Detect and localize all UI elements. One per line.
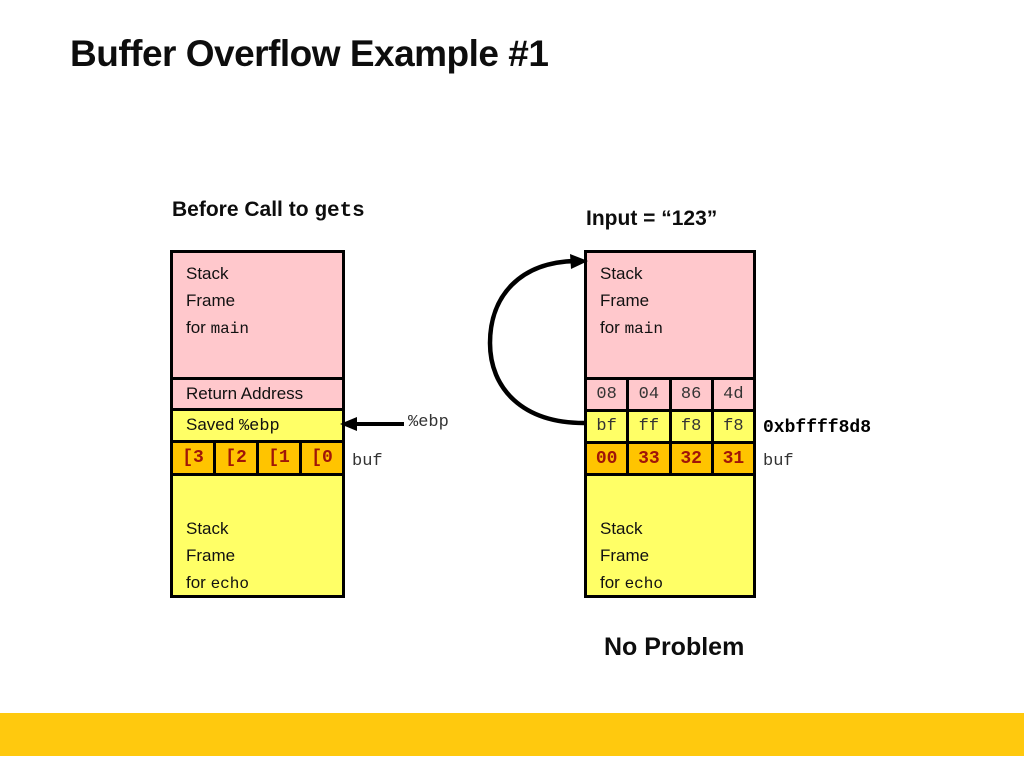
left-buf-label: buf	[352, 452, 383, 471]
left-buf-cells: [3[2[1 [0	[173, 443, 342, 473]
right-ra-byte-3: 4d	[723, 385, 744, 404]
left-buf-row: [3[2[1 [0	[173, 443, 342, 476]
left-diagram-heading: Before Call to gets	[172, 198, 365, 223]
right-main-line2: Frame	[600, 290, 650, 310]
left-echo-line1: Stack	[186, 519, 229, 538]
left-saved-ebp-segment: Saved %ebp	[173, 411, 342, 443]
page-title: Buffer Overflow Example #1	[70, 33, 549, 74]
left-echo-line3: for echo	[186, 572, 249, 593]
right-buf-byte-1: 33	[629, 444, 672, 473]
left-echo-frame-text: Stack Frame for echo	[173, 476, 342, 595]
left-buf-cell-2: [1	[259, 443, 302, 473]
left-heading-text: Before Call to	[172, 198, 315, 221]
right-echo-frame-text: Stack Frame for echo	[587, 476, 753, 595]
right-ebp-byte-1: ff	[629, 412, 672, 441]
left-return-address-segment: Return Address	[173, 380, 342, 411]
left-main-line3: for main	[186, 317, 249, 338]
right-diagram-caption: No Problem	[604, 633, 745, 661]
saved-ebp-address-label: 0xbffff8d8	[763, 418, 872, 438]
right-echo-frame-segment: Stack Frame for echo	[587, 476, 753, 595]
left-stack-diagram: Stack Frame for main Return Address Save…	[170, 250, 345, 598]
left-buf-cell-3: [0	[311, 448, 333, 468]
right-echo-line3: for echo	[600, 572, 663, 593]
left-main-line1: Stack	[186, 264, 229, 283]
right-buf-byte-0: 00	[587, 444, 630, 473]
right-ebp-byte-3: f8	[723, 417, 744, 436]
right-ebp-byte-0: bf	[587, 412, 630, 441]
left-echo-line2: Frame	[186, 545, 236, 565]
footer-accent-bar	[0, 713, 1024, 756]
right-buf-byte-2: 32	[672, 444, 714, 473]
left-saved-ebp-code: %ebp	[238, 417, 280, 436]
right-ra-byte-1: 04	[629, 380, 672, 409]
left-main-code: main	[210, 319, 249, 338]
left-echo-code: echo	[210, 574, 249, 593]
right-echo-line1: Stack	[600, 519, 643, 538]
left-return-address-label: Return Address	[186, 384, 304, 403]
right-main-frame-segment: Stack Frame for main	[587, 253, 753, 380]
right-ebp-byte-2: f8	[672, 412, 714, 441]
left-saved-ebp-label: Saved %ebp	[186, 415, 280, 436]
left-heading-code: gets	[314, 200, 365, 223]
right-echo-line2: Frame	[600, 545, 650, 565]
right-buf-label: buf	[763, 452, 794, 471]
right-ra-byte-0: 08	[587, 380, 630, 409]
left-buf-cell-1: [2	[216, 443, 259, 473]
right-ra-byte-2: 86	[672, 380, 714, 409]
right-main-line3: for main	[600, 317, 663, 338]
right-diagram-heading: Input = “123”	[586, 207, 718, 230]
left-echo-frame-segment: Stack Frame for echo	[173, 476, 342, 595]
ebp-pointer-arrow	[340, 417, 404, 431]
right-main-line1: Stack	[600, 264, 643, 283]
left-buf-cell-0: [3	[173, 443, 216, 473]
left-main-line2: Frame	[186, 290, 236, 310]
input-overwrite-curved-arrow	[487, 254, 588, 426]
left-main-frame-text: Stack Frame for main	[173, 253, 342, 342]
right-buf-byte-3: 31	[722, 448, 745, 469]
right-main-code: main	[624, 319, 663, 338]
right-main-frame-text: Stack Frame for main	[587, 253, 753, 342]
left-main-frame-segment: Stack Frame for main	[173, 253, 342, 380]
ebp-pointer-label: %ebp	[408, 413, 449, 432]
right-echo-code: echo	[624, 574, 663, 593]
